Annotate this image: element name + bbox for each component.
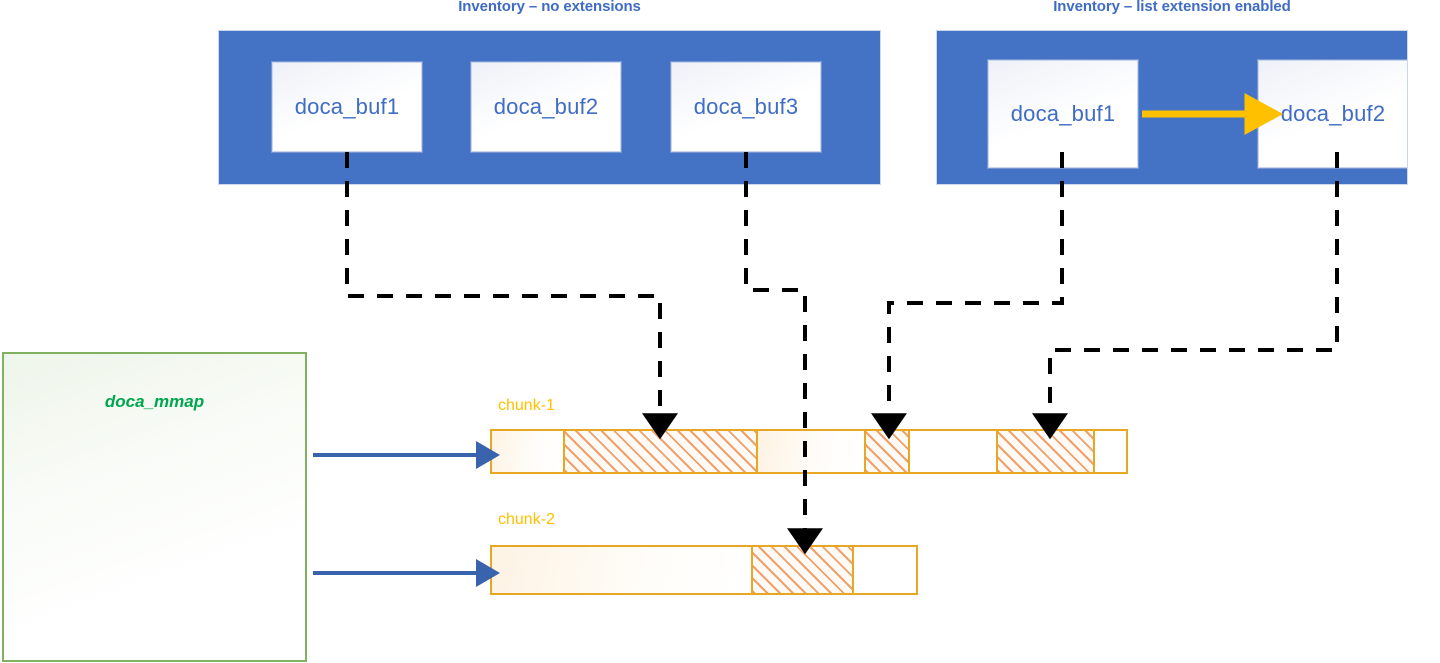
left-buf3-box[interactable]: doca_buf3 (671, 62, 821, 152)
left-buf1-label: doca_buf1 (294, 94, 400, 119)
chunk-2-bar (490, 545, 918, 595)
left-buf2-box[interactable]: doca_buf2 (471, 62, 621, 152)
right-buf1-label: doca_buf1 (1010, 101, 1116, 126)
chunk1-segment-7 (1095, 431, 1126, 472)
connector-right-buf2 (1032, 152, 1339, 440)
right-buf2-box[interactable]: doca_buf2 (1258, 60, 1408, 168)
left-inventory-title: Inventory – no extensions (458, 0, 641, 15)
chunk2-label: chunk-2 (498, 511, 555, 528)
chunk1-segment-3 (758, 431, 866, 472)
right-inventory-title: Inventory – list extension enabled (1053, 0, 1291, 15)
chunk2-segment-2 (752, 547, 854, 593)
doca-mmap-box: doca_mmap (2, 352, 307, 662)
left-buf2-label: doca_buf2 (493, 94, 599, 119)
connector-right-buf1 (871, 152, 1064, 440)
connector-left-buf3 (744, 152, 823, 555)
left-buf3-label: doca_buf3 (693, 94, 799, 119)
chunk1-segment-5 (910, 431, 998, 472)
chunk2-segment-1 (492, 547, 753, 593)
chunk1-segment-1 (492, 431, 565, 472)
chunk2-segment-3 (853, 547, 916, 593)
left-buf1-box[interactable]: doca_buf1 (272, 62, 422, 152)
chunk1-label: chunk-1 (498, 397, 555, 414)
connector-left-buf1 (345, 152, 678, 440)
doca-mmap-label: doca_mmap (104, 392, 205, 411)
right-buf2-label: doca_buf2 (1280, 101, 1386, 126)
